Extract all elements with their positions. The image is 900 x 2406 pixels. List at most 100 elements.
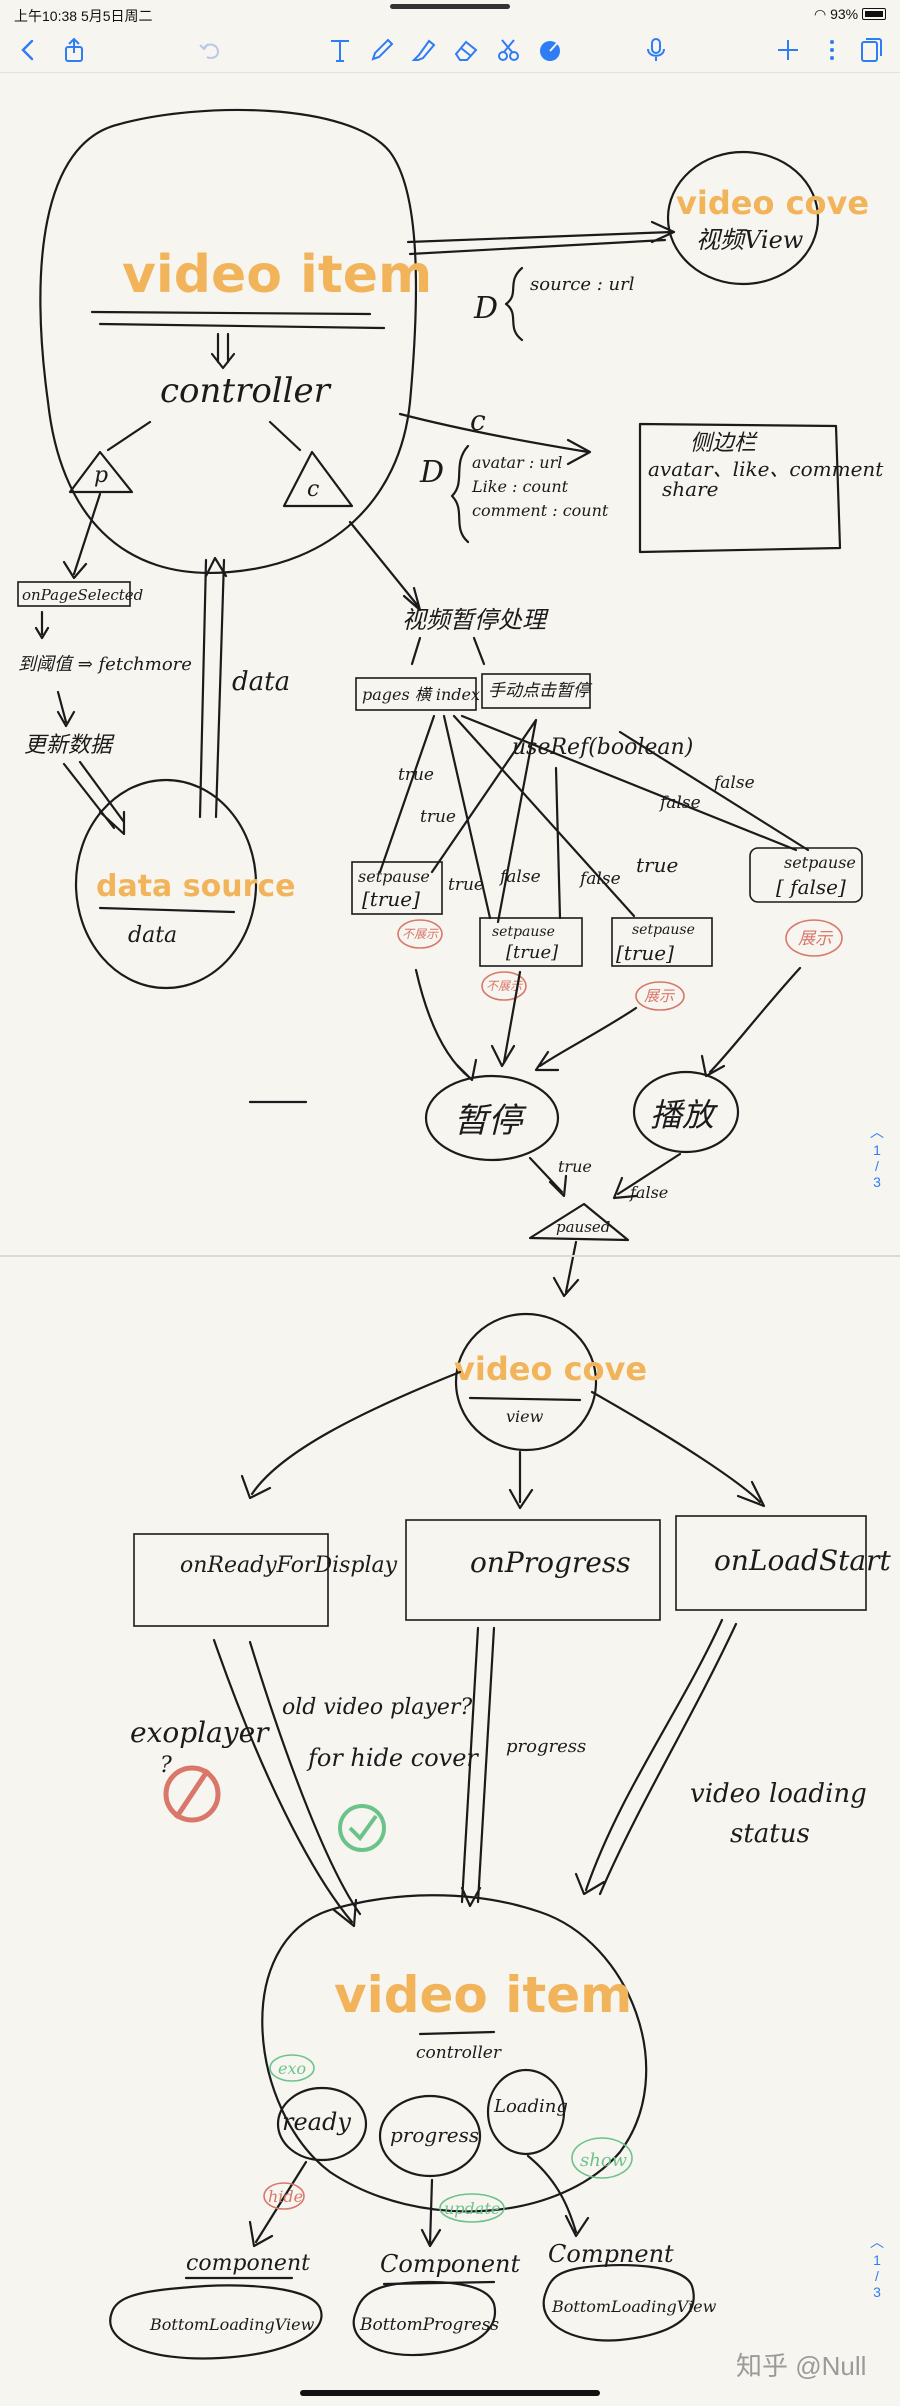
total-pages-2: 3: [864, 2284, 890, 2300]
page-sep: /: [864, 1158, 890, 1174]
page-sep-2: /: [864, 2268, 890, 2284]
lasso-tool-icon[interactable]: [494, 36, 522, 64]
more-icon[interactable]: [818, 36, 832, 64]
page-indicator-2[interactable]: ︿ 1 / 3: [864, 2232, 890, 2300]
back-icon[interactable]: [14, 36, 38, 64]
paused-label: paused: [556, 1218, 610, 1236]
on-ready-box: [134, 1534, 328, 1626]
down-arrow: [212, 334, 234, 368]
onpage-label: onPageSelected: [22, 586, 143, 604]
p-label: p: [94, 463, 108, 488]
arrow-threshold-update: [58, 692, 74, 726]
page-index-label: pages 横 index: [362, 685, 480, 704]
controller-label-2: controller: [416, 2043, 502, 2063]
d-label-2: D: [419, 455, 444, 490]
update-label: update: [444, 2199, 500, 2218]
eraser-tool-icon[interactable]: [452, 36, 480, 64]
c-label-2: c: [470, 404, 486, 437]
page-up-icon[interactable]: ︿: [864, 1122, 890, 1142]
arrow-datasource-item: [200, 558, 226, 817]
arrows-load-item: [576, 1620, 736, 1894]
true-label-3: true: [448, 875, 484, 895]
setpause-2-a: setpause: [492, 924, 555, 940]
notes-canvas[interactable]: video item controller p c video cove 视频V…: [0, 72, 900, 2406]
pen-tool-icon[interactable]: [368, 36, 396, 64]
current-page: 1: [864, 1142, 890, 1158]
true-label-4: true: [636, 853, 678, 877]
hide-cover-label: for hide cover: [306, 1744, 479, 1772]
ready-label: ready: [282, 2108, 351, 2136]
comment-count: comment : count: [472, 501, 609, 520]
false-to-paused: false: [629, 1183, 668, 1202]
setpause-4-a: setpause: [784, 853, 856, 872]
video-cove-title-2: video cove: [454, 1350, 647, 1388]
microphone-icon[interactable]: [642, 36, 670, 64]
page-indicator-1[interactable]: ︿ 1 / 3: [864, 1122, 890, 1190]
accept-check: [350, 1816, 376, 1838]
bottom-loading-1: BottomLoadingView: [149, 2315, 315, 2334]
view-label: view: [506, 1407, 544, 1426]
old-player-label: old video player?: [282, 1695, 472, 1720]
data-source-underline: [100, 908, 234, 912]
color-picker-icon[interactable]: [536, 36, 564, 64]
arrow-to-video-cove-2: [410, 240, 665, 254]
arrows-ready-item: [214, 1640, 360, 1926]
sidebar-title: 侧边栏: [690, 431, 758, 456]
arrow-paused-next: [554, 1242, 578, 1296]
accept-icon: [340, 1806, 384, 1850]
play-label: 播放: [650, 1096, 719, 1134]
status-date: 5月5日周二: [81, 8, 153, 24]
total-pages: 3: [864, 1174, 890, 1190]
false-label-2: false: [578, 869, 621, 889]
add-icon[interactable]: [774, 36, 802, 64]
setpause-2-b: [true]: [506, 942, 559, 963]
setpause-4-b: [ false]: [776, 875, 846, 899]
video-cove-out-arrows: [242, 1372, 764, 1508]
home-indicator[interactable]: [300, 2390, 600, 2396]
pages-icon[interactable]: [856, 36, 884, 64]
brace-1: [506, 268, 522, 340]
video-cove-underline-2: [470, 1398, 580, 1400]
battery-percent: 93%: [830, 6, 858, 22]
zhihu-watermark: 知乎 @Null: [736, 2346, 866, 2383]
avatar-url: avatar : url: [472, 453, 562, 472]
arrow-onpage-threshold: [36, 612, 48, 638]
status-time-date: 上午10:38 5月5日周二: [14, 6, 153, 26]
true-label-2: true: [420, 807, 456, 827]
controller-branches: [108, 422, 300, 450]
hide-label: hide: [268, 2187, 303, 2206]
manual-pause-label: 手动点击暂停: [488, 681, 593, 701]
data-source-title: data source: [96, 869, 296, 904]
highlighter-tool-icon[interactable]: [410, 36, 438, 64]
pause-label: 暂停: [454, 1101, 527, 1141]
controller-label: controller: [160, 371, 332, 411]
video-item-title-2: video item: [334, 1966, 632, 2024]
arrow-progress-comp: [422, 2180, 440, 2246]
arrow-loading-comp: [528, 2156, 588, 2236]
sidebar-line2: share: [662, 477, 718, 501]
setpause-3-a: setpause: [632, 922, 695, 938]
notes-toolbar: [0, 28, 900, 73]
data-label: data: [128, 923, 177, 948]
bottom-progress: BottomProgress: [359, 2315, 499, 2335]
pause-branches: [412, 638, 484, 664]
wifi-icon: ◠: [814, 6, 826, 22]
data-arrow-label: data: [232, 667, 290, 697]
video-cove-title: video cove: [676, 184, 869, 222]
exo-tag: exo: [278, 2059, 306, 2078]
text-tool-icon[interactable]: [326, 36, 354, 64]
true-to-paused: true: [558, 1157, 592, 1176]
undo-icon[interactable]: [196, 36, 224, 64]
multitask-grabber[interactable]: [390, 4, 510, 9]
component-3: Compnent: [548, 2240, 674, 2268]
pause-title: 视频暂停处理: [402, 606, 549, 634]
loading-status-1: video loading: [690, 1779, 867, 1809]
on-ready-label: onReadyForDisplay: [180, 1553, 398, 1578]
share-icon[interactable]: [60, 36, 88, 64]
battery-icon: [862, 8, 886, 20]
on-progress-label: onProgress: [470, 1546, 631, 1579]
source-url: source : url: [530, 274, 635, 295]
page-divider: [0, 1255, 900, 1257]
page-up-icon-2[interactable]: ︿: [864, 2232, 890, 2252]
false-label-4: false: [712, 773, 755, 793]
